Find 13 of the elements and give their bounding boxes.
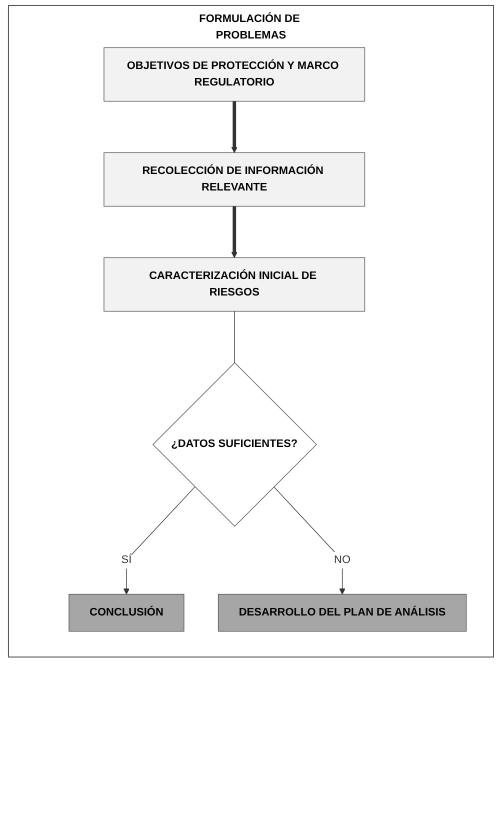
arrow	[231, 101, 238, 153]
arrow	[231, 206, 238, 258]
connector	[234, 310, 235, 364]
process-box: CONCLUSIÓN	[68, 594, 184, 632]
process-box: DESARROLLO DEL PLAN DE ANÁLISIS	[218, 594, 467, 632]
arrow	[123, 486, 196, 594]
arrow	[273, 486, 346, 594]
process-box: CARACTERIZACIÓN INICIAL DE RIESGOS	[104, 257, 366, 312]
edge-label: SÍ	[121, 552, 132, 568]
process-box: OBJETIVOS DE PROTECCIÓN Y MARCO REGULATORIO	[104, 47, 366, 102]
edge-label: NO	[334, 552, 351, 568]
decision-diamond: ¿DATOS SUFICIENTES?	[152, 362, 317, 527]
process-box: RECOLECCIÓN DE INFORMACIÓN RELEVANTE	[104, 152, 366, 207]
